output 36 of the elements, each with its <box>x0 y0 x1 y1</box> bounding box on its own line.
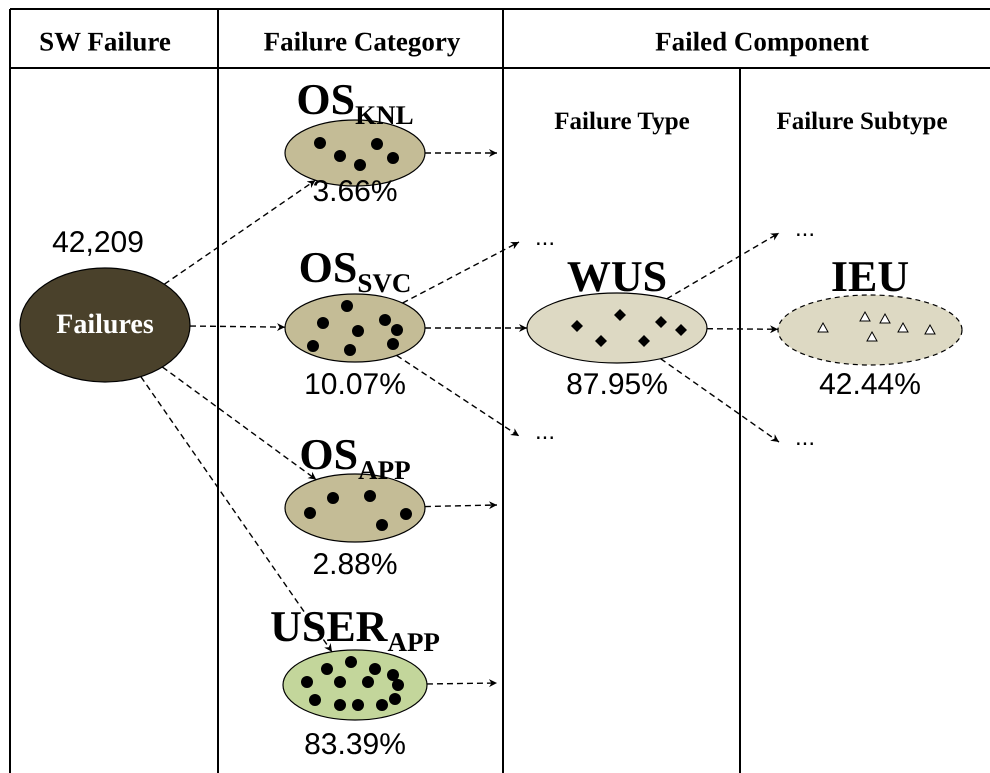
ellipsis-text: ... <box>535 419 555 445</box>
node-heading: IEU <box>830 253 910 301</box>
node-heading: USER$_{APP}$ <box>270 603 440 651</box>
arrow <box>424 501 498 510</box>
arrow <box>425 324 527 332</box>
count-label: 10.07% <box>304 368 406 402</box>
ellipsis-text: ... <box>535 225 555 251</box>
count-label: 42,209 <box>52 226 144 260</box>
count-label: 83.39% <box>304 728 406 762</box>
count-label: 42.44% <box>819 368 921 402</box>
node-heading: OS$_{SVC}$ <box>298 244 412 292</box>
arrow <box>190 323 286 332</box>
count-label: 3.66% <box>312 175 398 209</box>
arrow <box>162 366 317 480</box>
arrow <box>426 679 497 688</box>
column-header: Failure Type <box>554 108 690 136</box>
arrow <box>666 232 780 300</box>
arrow <box>164 180 316 285</box>
arrow <box>396 354 520 437</box>
node-heading: OS$_{KNL}$ <box>296 76 414 124</box>
column-header: Failed Component <box>655 26 869 58</box>
arrow <box>706 325 778 334</box>
arrow <box>140 376 333 652</box>
node-heading: OS$_{APP}$ <box>299 431 411 479</box>
column-header: Failure Subtype <box>776 108 948 136</box>
ellipsis-text: ... <box>795 425 815 451</box>
count-label: 87.95% <box>566 368 668 402</box>
arrow <box>425 149 497 157</box>
arrow <box>402 241 520 304</box>
node-label: Failures <box>56 309 154 341</box>
node-heading: WUS <box>566 253 668 301</box>
column-header: Failure Category <box>264 26 460 58</box>
arrow <box>660 358 780 443</box>
ellipsis-text: ... <box>795 216 815 242</box>
column-header: SW Failure <box>39 26 171 58</box>
count-label: 2.88% <box>312 548 398 582</box>
